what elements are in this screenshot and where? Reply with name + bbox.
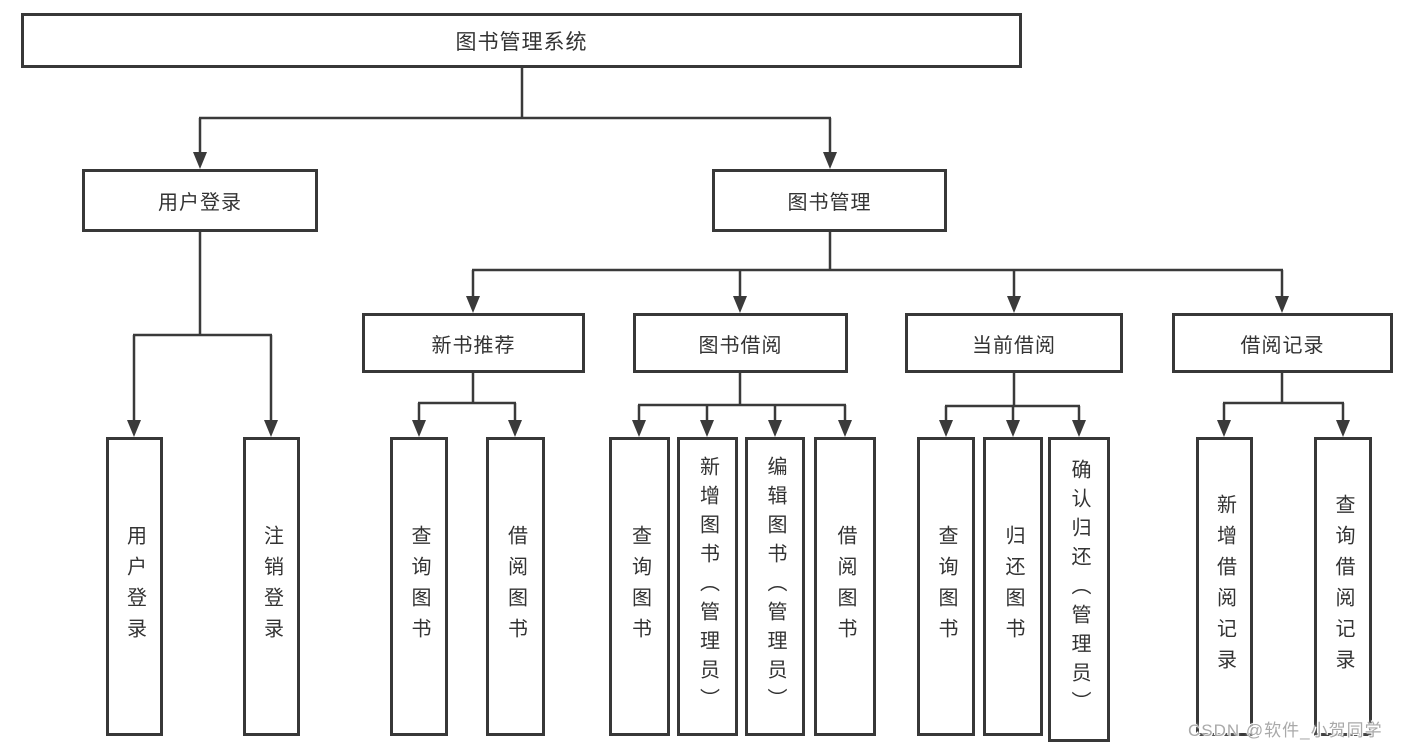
leaf-query-books-current: 查询图书 [917, 437, 975, 736]
leaf-add-book-admin: 新增图书（管理员） [677, 437, 738, 736]
node-borrowing-records: 借阅记录 [1172, 313, 1393, 373]
leaf-borrow-books-recommend: 借阅图书 [486, 437, 545, 736]
node-new-book-recommendation: 新书推荐 [362, 313, 585, 373]
leaf-query-books-borrowing: 查询图书 [609, 437, 670, 736]
leaf-confirm-return-admin: 确认归还（管理员） [1048, 437, 1110, 742]
leaf-edit-book-admin: 编辑图书（管理员） [745, 437, 805, 736]
node-current-borrowing: 当前借阅 [905, 313, 1123, 373]
leaf-logout: 注销登录 [243, 437, 300, 736]
node-book-borrowing: 图书借阅 [633, 313, 848, 373]
leaf-query-books-recommend: 查询图书 [390, 437, 448, 736]
node-book-management: 图书管理 [712, 169, 947, 232]
connector-segments [132, 68, 1345, 421]
leaf-borrow-books-borrowing: 借阅图书 [814, 437, 876, 736]
leaf-query-borrow-record: 查询借阅记录 [1314, 437, 1372, 736]
leaf-return-book: 归还图书 [983, 437, 1043, 736]
node-library-management-system: 图书管理系统 [21, 13, 1022, 68]
leaf-add-borrow-record: 新增借阅记录 [1196, 437, 1253, 736]
leaf-user-login: 用户登录 [106, 437, 163, 736]
csdn-watermark: CSDN @软件_小贺同学 [1188, 721, 1383, 740]
node-user-login: 用户登录 [82, 169, 318, 232]
